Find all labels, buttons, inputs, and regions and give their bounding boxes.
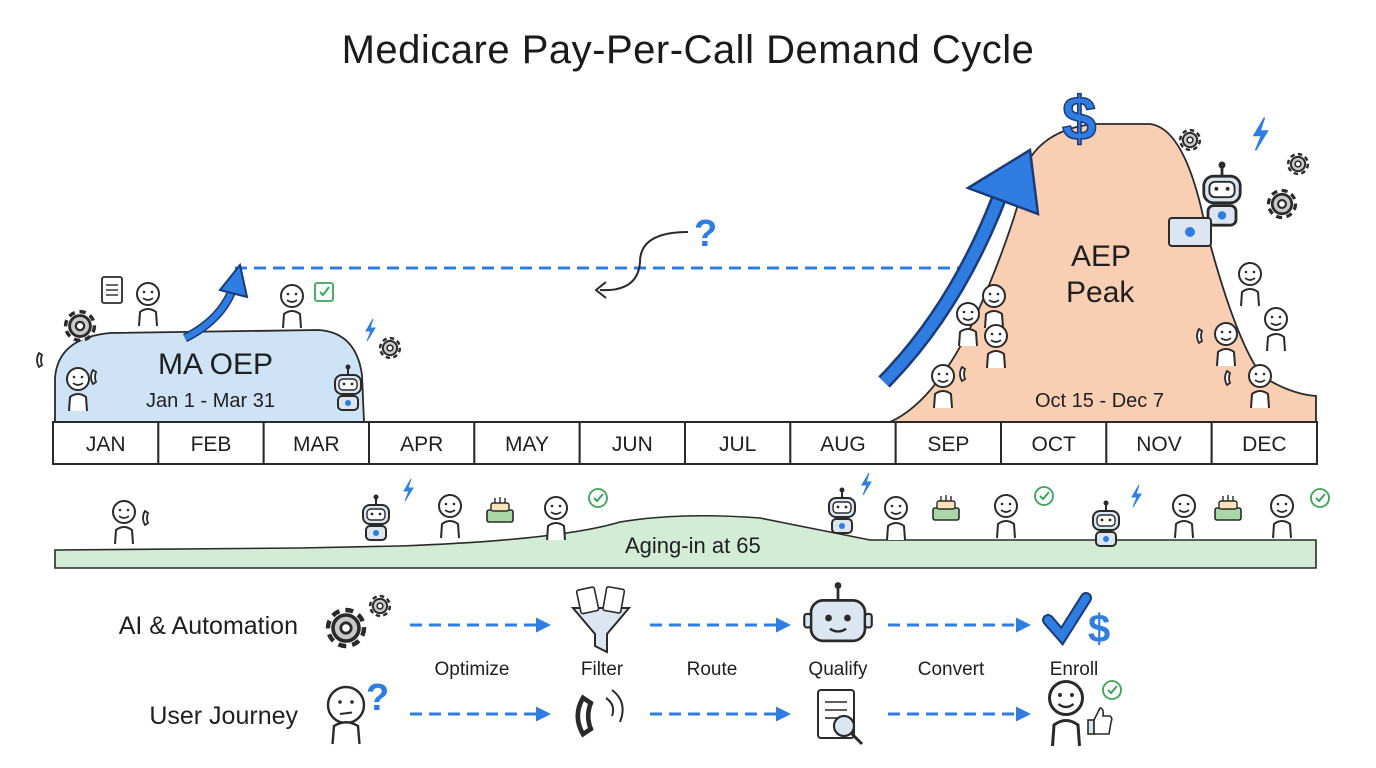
robot-icon [803,582,873,643]
question-mark-icon: ? [694,213,717,255]
bolt-icon [403,478,414,502]
month-cell-may: MAY [473,421,581,465]
gear-icon [1178,128,1202,152]
phone-icon [36,352,43,368]
month-timeline: JAN FEB MAR APR MAY JUN JUL AUG SEP OCT NOV DEC [52,421,1318,465]
check-icon [1102,680,1122,700]
ai-automation-label: AI & Automation [118,612,298,640]
month-label: DEC [1242,433,1286,456]
ma-oep-dates: Jan 1 - Mar 31 [146,390,275,412]
month-cell-nov: NOV [1105,421,1213,465]
month-label: AUG [820,433,866,456]
gears-icon [368,594,392,618]
month-label: OCT [1032,433,1077,456]
month-cell-mar: MAR [262,421,370,465]
checkmark-dollar-icon: $ [1042,592,1110,651]
ma-oep-zone [54,329,365,423]
month-label: NOV [1136,433,1182,456]
gear-icon [63,309,97,343]
ma-oep-title: MA OEP [158,348,274,381]
robot-icon [1092,499,1120,547]
document-search-icon [817,689,864,746]
bolt-icon [1253,116,1269,152]
month-cell-apr: APR [368,421,476,465]
bolt-icon [1131,484,1142,508]
question-mark-icon: ? [366,677,389,719]
step-label-convert: Convert [917,659,985,680]
person-icon [1264,307,1288,352]
month-cell-feb: FEB [157,421,265,465]
month-label: SEP [927,433,969,456]
step-label-filter: Filter [580,659,624,680]
happy-person-icon [1048,680,1084,748]
bolt-icon [365,318,376,342]
dollar-sign-icon: $ [1062,85,1096,154]
oep-rising-arrow-icon [182,262,249,343]
birthday-cake-icon [486,496,514,523]
user-journey-label: User Journey [149,702,298,730]
check-icon [588,488,608,508]
step-label-qualify: Qualify [808,659,868,680]
birthday-cake-icon [932,494,960,521]
robot-icon [828,486,856,534]
laptop-icon [1168,217,1212,247]
phone-waves-icon [605,689,624,723]
month-cell-sep: SEP [894,421,1003,465]
month-label: FEB [191,433,232,456]
senior-person-icon [544,496,568,541]
month-cell-dec: DEC [1210,421,1318,465]
confused-person-icon [326,685,366,745]
document-icon [101,276,123,304]
senior-person-icon [1172,494,1196,539]
gear-icon [378,336,402,360]
month-cell-jul: JUL [684,421,792,465]
birthday-cake-icon [1214,494,1242,521]
thumbs-up-icon [1087,707,1113,735]
svg-text:$: $ [1088,607,1110,651]
checkbox-icon [314,282,334,302]
person-icon [280,284,304,329]
person-icon [1238,262,1262,307]
aging-in-label: Aging-in at 65 [625,533,761,558]
month-label: MAR [293,433,340,456]
month-label: JAN [86,433,126,456]
aep-dates: Oct 15 - Dec 7 [1035,390,1164,412]
person-icon [136,282,160,327]
month-cell-oct: OCT [1000,421,1108,465]
month-cell-jan: JAN [52,421,160,465]
robot-laptop-icon [1202,160,1242,227]
check-icon [1034,486,1054,506]
step-label-optimize: Optimize [434,659,510,680]
aep-title-line2: Peak [1066,276,1135,309]
month-label: JUN [612,433,653,456]
phone-call-icon [578,698,591,734]
aep-rising-arrow-icon [878,147,1040,388]
gear-icon [1266,188,1298,220]
month-label: MAY [505,433,549,456]
gear-icon [1286,152,1310,176]
month-label: APR [400,433,443,456]
page-title: Medicare Pay-Per-Call Demand Cycle [341,28,1035,72]
gears-icon [328,610,364,646]
caller-person-icon [112,500,149,545]
step-label-enroll: Enroll [1049,659,1099,680]
step-label-route: Route [686,659,738,680]
bolt-icon [861,472,872,496]
month-label: JUL [719,433,756,456]
senior-person-icon [994,494,1018,539]
person-icon [438,494,462,539]
aging-in-band [54,514,1317,569]
month-cell-jun: JUN [578,421,687,465]
funnel-icon [570,586,632,654]
senior-person-icon [1270,494,1294,539]
check-icon [1310,488,1330,508]
aep-title-line1: AEP [1071,240,1132,273]
senior-person-icon [884,496,908,541]
curved-return-arrow-icon [594,231,689,299]
robot-icon [362,493,390,541]
month-cell-aug: AUG [789,421,897,465]
